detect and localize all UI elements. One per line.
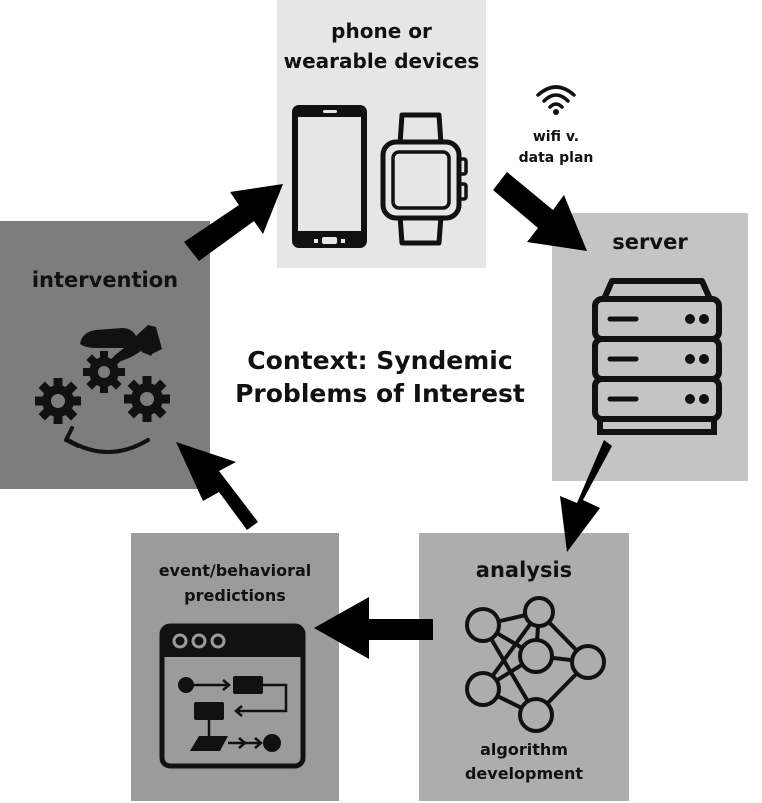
phone-node: phone or wearable devices [277,0,486,268]
arrow-phone-to-server [493,172,587,251]
workflow-window-icon [159,623,306,769]
analysis-sub-label-line2: development [464,764,584,783]
analysis-sub-label-line1: algorithm [480,740,568,759]
arrow-server-to-analysis [560,440,612,552]
intervention-node: intervention [0,221,210,489]
context-title-line2: Problems of Interest [235,379,525,408]
predictions-node-label-line1: event/behavioral [158,561,312,580]
analysis-node: analysis algorithm development [419,533,629,801]
hand-gears-icon [35,325,170,454]
server-rack-icon [592,278,722,435]
intervention-node-label: intervention [31,268,179,292]
smartphone-icon [292,105,367,248]
predictions-node: event/behavioral predictions [131,533,339,801]
predictions-node-label-line2: predictions [184,586,286,605]
neural-network-icon [465,596,606,733]
analysis-node-label: analysis [475,558,573,582]
context-title: Context: Syndemic Problems of Interest [215,344,545,410]
wifi-label-line2: data plan [518,150,594,166]
arrow-intervention-to-phone [184,184,283,261]
smartwatch-icon [380,112,468,246]
arrow-analysis-to-predictions [314,597,433,659]
phone-node-label-line2: wearable devices [283,49,480,73]
wifi-label-line1: wifi v. [532,129,580,145]
server-node: server [552,213,748,481]
context-title-line1: Context: Syndemic [247,346,513,375]
server-node-label: server [612,230,688,254]
wifi-icon [536,85,576,115]
phone-node-label-line1: phone or [331,19,432,43]
arrow-predictions-to-intervention [176,442,258,530]
wifi-label: wifi v. data plan [518,127,594,169]
